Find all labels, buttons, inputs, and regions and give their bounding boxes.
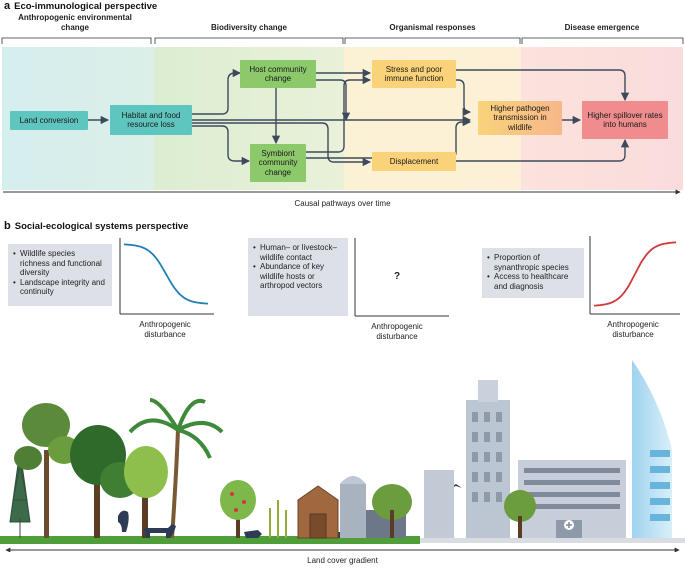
apple-tree-canopy [220, 480, 256, 520]
plot2-chart [354, 238, 449, 317]
land-cover-gradient-label: Land cover gradient [307, 556, 378, 565]
bracket-anthropogenic [1, 37, 152, 44]
skyscraper-windows [472, 412, 502, 502]
palm-fronds [128, 398, 224, 459]
arrow-host-to-pathogen [316, 79, 351, 122]
broad-tree-trunk [94, 470, 100, 538]
plot1-bullet-2: Landscape integrity and continuity [13, 278, 107, 297]
forest-trees [9, 398, 256, 539]
node-symbiont-community: Symbiont community change [250, 144, 306, 182]
plot2-unknown-mark: ? [393, 271, 401, 282]
ground-pavement [420, 538, 685, 543]
plot2-bullet-1: Human– or livestock–wildlife contact [253, 243, 343, 262]
apple-fruit [230, 492, 234, 496]
arrow-habitat-to-host [192, 68, 242, 115]
plot3-chart [589, 236, 680, 315]
phase-label-disease: Disease emergence [564, 23, 640, 32]
hospital-windows [524, 468, 620, 509]
plot1-bullet-1: Wildlife species richness and functional… [13, 249, 107, 278]
village-tree [372, 484, 412, 520]
barn-door [309, 513, 327, 539]
node-displacement: Displacement [372, 152, 456, 171]
city-tree-trunk [518, 516, 522, 538]
skyscraper [466, 400, 510, 538]
plot2-xlabel: Anthropogenic disturbance [371, 322, 423, 341]
land-cover-illustration [0, 360, 685, 552]
arrow-symbiont-to-stress [306, 75, 372, 153]
silo-dome [340, 476, 366, 484]
plot3-bullet-1: Proportion of synanthropic species [487, 253, 579, 272]
hospital-cross [566, 522, 572, 528]
apple-fruit-3 [234, 508, 238, 512]
time-axis-label: Causal pathways over time [294, 199, 391, 208]
arrow-habitat-to-displacement [192, 122, 372, 167]
plot1-curve [123, 243, 209, 305]
plot3-bullet-2: Access to healthcare and diagnosis [487, 272, 579, 291]
skyscraper-top [478, 380, 498, 402]
panel-a-letter: a [4, 0, 11, 12]
palm-trunk [170, 429, 180, 539]
node-habitat-loss: Habitat and food resource loss [110, 105, 192, 135]
bracket-disease [521, 37, 684, 44]
monkey-silhouette [118, 510, 129, 532]
bracket-organismal [344, 37, 521, 44]
ground-grass [0, 536, 420, 544]
farm [269, 476, 412, 539]
plot3-bullets: Proportion of synanthropic species Acces… [482, 248, 584, 298]
cow-silhouette [144, 524, 176, 538]
arrow-habitat-to-symbiont [192, 125, 251, 166]
phase-brackets [1, 37, 684, 44]
phase-label-organismal: Organismal responses [389, 23, 476, 32]
glass-tower-bands [650, 450, 670, 521]
corn-stalks [269, 500, 287, 538]
plot1-chart [119, 238, 214, 315]
small-tower [424, 470, 454, 538]
arrow-displacement-to-spillover [456, 138, 630, 162]
node-host-community: Host community change [240, 60, 316, 88]
arrow-stress-to-spillover [456, 69, 630, 102]
node-land-conversion: Land conversion [10, 111, 88, 130]
panel-b-title-text: Social-ecological systems perspective [14, 221, 189, 232]
boar-silhouette [244, 530, 262, 538]
plot2-bullets: Human– or livestock–wildlife contact Abu… [248, 238, 348, 316]
phase-label-anthropogenic: Anthropogenic environmental change [18, 13, 132, 32]
phase-label-biodiversity: Biodiversity change [210, 23, 288, 32]
glass-tower [632, 360, 672, 538]
plot3-xlabel: Anthropogenic disturbance [607, 320, 659, 339]
arrow-stress-to-pathogen [456, 79, 472, 117]
time-axis [3, 189, 681, 195]
village-tree-trunk [390, 510, 394, 538]
apple-fruit-2 [242, 500, 246, 504]
causal-arrows [88, 68, 630, 167]
bracket-biodiversity [154, 37, 344, 44]
plot3-curve [593, 241, 677, 307]
apple-tree-trunk [236, 512, 240, 538]
tall-tree-canopy-3 [14, 446, 42, 470]
plot2-bullet-2: Abundance of key wildlife hosts or arthr… [253, 262, 343, 291]
city [424, 360, 672, 538]
plot1-xlabel: Anthropogenic disturbance [139, 320, 191, 339]
plot1-bullets: Wildlife species richness and functional… [8, 244, 112, 306]
barn [297, 485, 339, 539]
city-tree [504, 490, 536, 522]
silo [340, 484, 366, 538]
round-tree-canopy [124, 446, 168, 498]
panel-a-title-text: Eco-immunological perspective [14, 1, 158, 12]
tall-tree-trunk [44, 450, 49, 538]
node-pathogen-transmission: Higher pathogen transmission in wildlife [478, 101, 562, 135]
panel-b-letter: b [4, 220, 11, 232]
conifer-tree [9, 449, 31, 538]
node-spillover: Higher spillover rates into humans [582, 101, 668, 139]
round-tree-trunk [142, 490, 148, 538]
node-stress: Stress and poor immune function [372, 60, 456, 88]
tall-tree-canopy [22, 403, 70, 447]
